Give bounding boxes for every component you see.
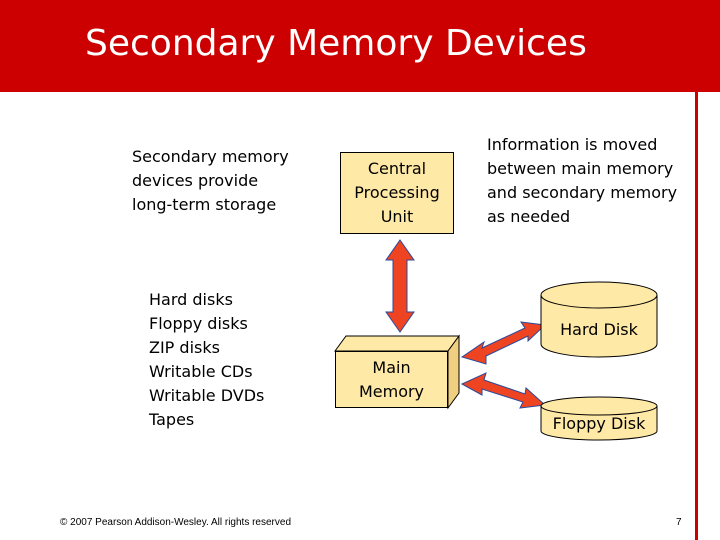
main-memory-box-side [447, 334, 460, 410]
hard-disk-cylinder-body [540, 295, 658, 358]
list-item: Tapes [149, 410, 195, 429]
cpu-label: Central Processing Unit [354, 159, 440, 226]
list-item: Writable DVDs [149, 386, 265, 405]
list-item: Floppy disks [149, 314, 248, 333]
list-item: Writable CDs [149, 362, 253, 381]
intro-text: Secondary memory devices provide long-te… [132, 147, 289, 214]
floppy-disk-cylinder-body [540, 406, 658, 441]
transfer-note: Information is moved between main memory… [487, 135, 678, 226]
floppy-disk-cylinder-top [540, 396, 658, 416]
list-item: Hard disks [149, 290, 233, 309]
page-title: Secondary Memory Devices [85, 23, 587, 64]
memory-floppy-arrow [460, 372, 547, 409]
device-list: Hard disks Floppy disks ZIP disks Writab… [149, 288, 264, 432]
main-memory-box: Main Memory [335, 351, 448, 408]
title-bar [0, 0, 720, 92]
list-item: ZIP disks [149, 338, 220, 357]
main-memory-box-top [334, 335, 460, 352]
hard-disk-cylinder-top [540, 281, 658, 309]
right-border-line [695, 92, 698, 540]
floppy-disk-label: Floppy Disk [552, 414, 646, 433]
cpu-box: Central Processing Unit [340, 152, 454, 234]
hard-disk-label: Hard Disk [560, 320, 638, 339]
memory-harddisk-arrow [460, 321, 547, 365]
cpu-memory-arrow [385, 239, 415, 333]
main-memory-label: Main Memory [358, 357, 425, 401]
page-number: 7 [676, 517, 682, 528]
copyright-footer: © 2007 Pearson Addison-Wesley. All right… [60, 517, 292, 528]
